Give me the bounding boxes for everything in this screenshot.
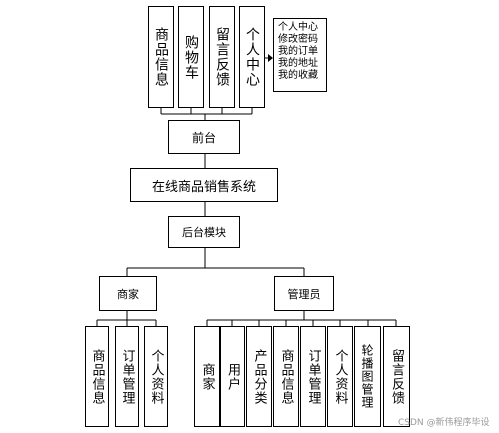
personal-center-note: 个人中心 修改密码 我的订单 我的地址 我的收藏 <box>273 18 327 92</box>
backend-node: 后台模块 <box>168 216 240 248</box>
admin-module-profile: 个人资料 <box>327 326 353 427</box>
note-line-3: 我的订单 <box>278 46 318 57</box>
watermark: CSDN @新伟程序毕设 <box>398 418 490 428</box>
system-node: 在线商品销售系统 <box>130 168 278 202</box>
admin-module-product-info: 商品信息 <box>273 326 299 427</box>
merchant-node: 商家 <box>99 276 157 311</box>
note-line-2: 修改密码 <box>278 34 318 45</box>
note-line-4: 我的地址 <box>278 58 318 69</box>
note-line-5: 我的收藏 <box>278 70 318 81</box>
admin-module-merchant: 商家 <box>194 326 220 427</box>
admin-module-category: 产品分类 <box>246 326 272 427</box>
admin-module-carousel-management: 轮播图管理 <box>354 326 381 427</box>
merchant-module-order-management: 订单管理 <box>115 326 139 427</box>
admin-module-feedback: 留言反馈 <box>383 326 410 427</box>
admin-module-order-management: 订单管理 <box>300 326 326 427</box>
admin-module-user: 用户 <box>220 326 245 427</box>
merchant-module-product-info: 商品信息 <box>85 326 109 427</box>
merchant-module-profile: 个人资料 <box>144 326 168 427</box>
frontend-module-feedback: 留言反馈 <box>209 6 235 108</box>
note-line-1: 个人中心 <box>278 22 318 33</box>
frontend-module-personal-center: 个人中心 <box>239 6 265 108</box>
frontend-module-product-info: 商品信息 <box>148 6 174 108</box>
frontend-module-cart: 购物车 <box>178 6 204 108</box>
admin-node: 管理员 <box>274 276 334 311</box>
frontend-node: 前台 <box>168 120 240 154</box>
